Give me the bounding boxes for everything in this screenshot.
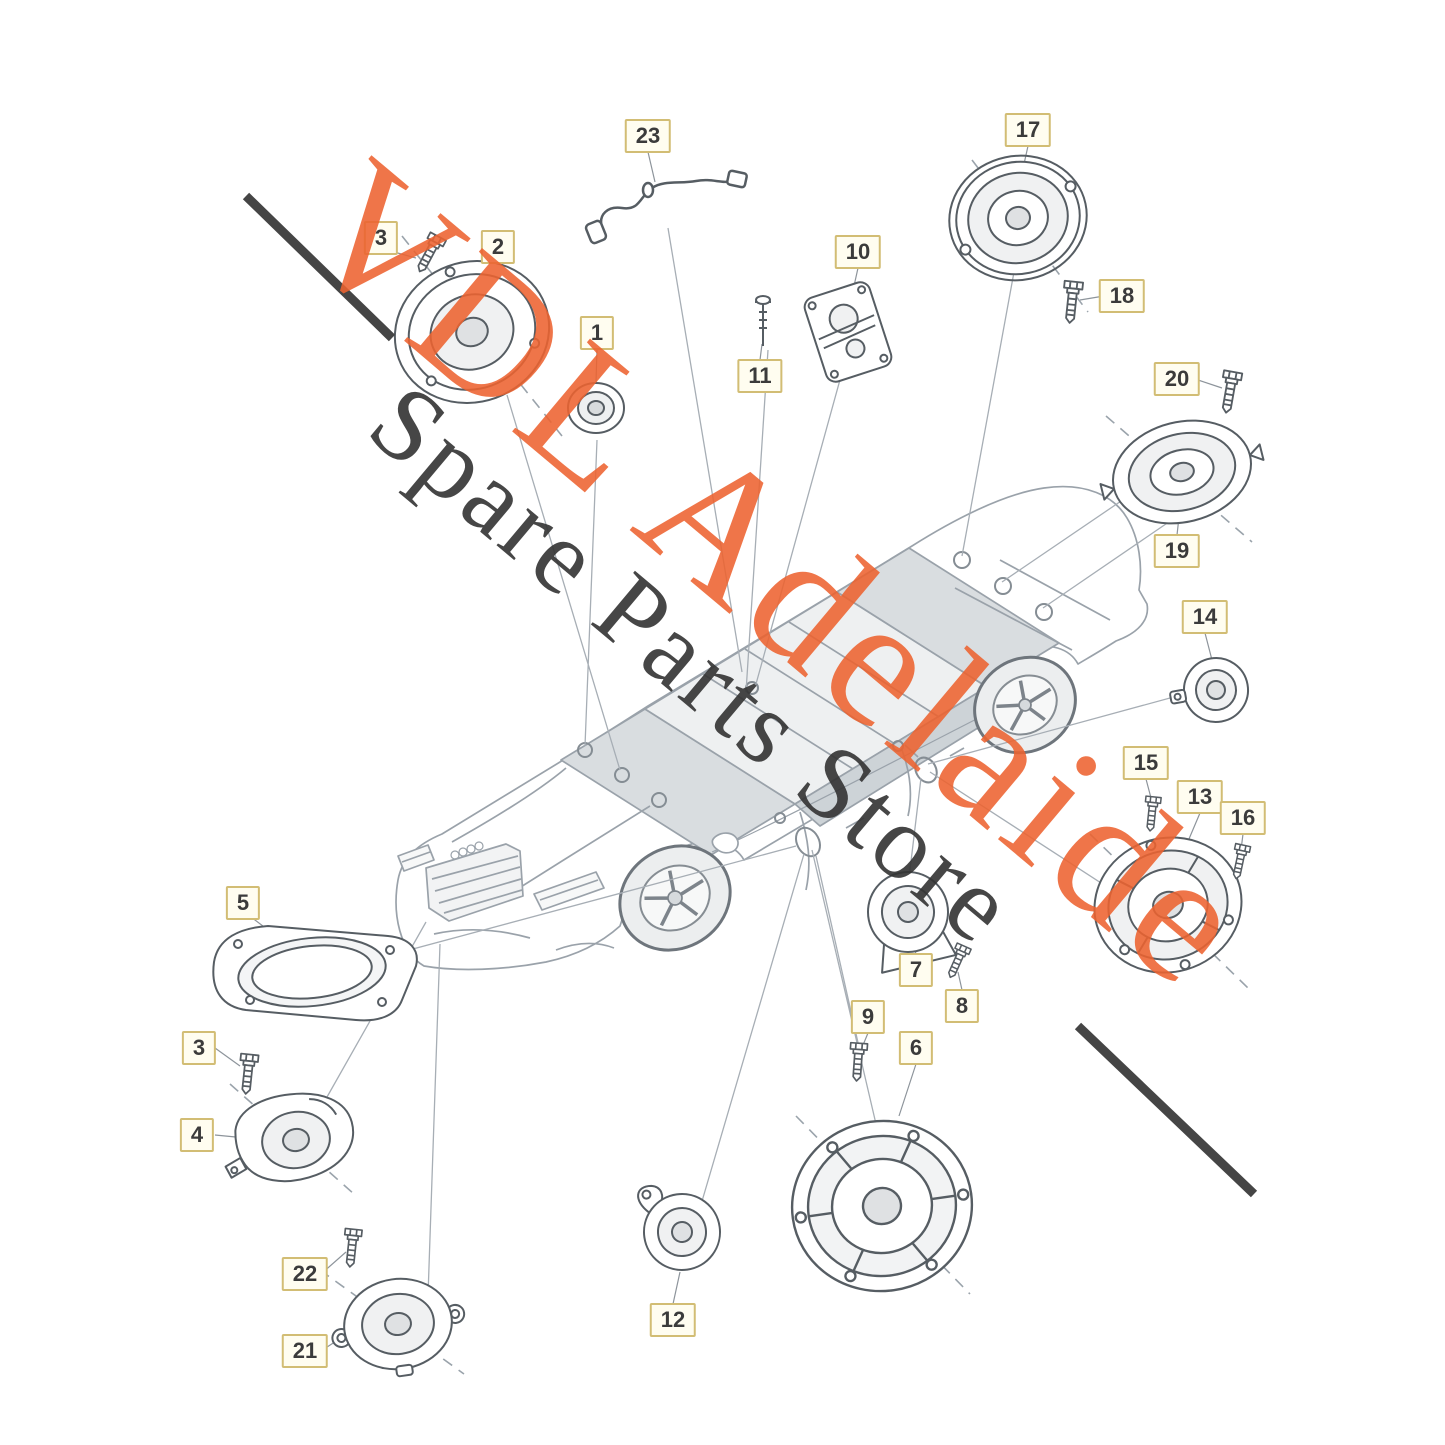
audi-rings-icon (450, 841, 484, 860)
part-22-screw (340, 1227, 364, 1269)
car-door-handles (845, 747, 965, 829)
car-grille-slats (431, 855, 523, 914)
part-label-13: 13 (1176, 780, 1224, 814)
part-label-17: 17 (1004, 113, 1052, 147)
front-wheel (618, 844, 732, 952)
car-grille (425, 843, 524, 922)
part-8-screw (942, 942, 973, 982)
part-label-14: 14 (1181, 600, 1229, 634)
part-label-20: 20 (1153, 362, 1201, 396)
part-7-mid-speaker (867, 871, 957, 974)
part-label-8: 8 (944, 989, 980, 1023)
part-6-woofer (790, 1119, 974, 1293)
car-door-seams (799, 749, 912, 891)
label-stub-lines (214, 145, 1244, 1352)
part-label-9: 9 (850, 1000, 886, 1034)
part-label-1: 1 (579, 316, 615, 350)
part-label-3: 3 (363, 221, 399, 255)
car-headlight-right (533, 871, 605, 911)
part-3b-screw (235, 1052, 260, 1096)
part-17-rear-speaker (948, 154, 1088, 282)
part-label-18: 18 (1098, 279, 1146, 313)
part-label-19: 19 (1153, 534, 1201, 568)
part-label-15: 15 (1122, 746, 1170, 780)
part-2-door-speaker (393, 260, 551, 404)
part-4-dash-speaker (224, 1092, 354, 1183)
part-20-screw (1215, 369, 1244, 416)
part-label-11: 11 (737, 359, 783, 393)
part-label-3: 3 (181, 1031, 217, 1065)
car-hood-creases (451, 767, 651, 891)
car-bumper-intakes (433, 928, 615, 951)
leader-lines (313, 227, 1199, 1297)
part-23-microphone-cable (584, 169, 748, 245)
part-1-grommet (567, 382, 625, 434)
part-label-23: 23 (624, 119, 672, 153)
part-label-5: 5 (225, 886, 261, 920)
corner-marks (242, 192, 1258, 1198)
part-label-12: 12 (649, 1303, 697, 1337)
part-21-front-speaker (331, 1277, 466, 1378)
part-label-10: 10 (834, 235, 882, 269)
speaker-position-marks (577, 551, 1053, 858)
part-label-6: 6 (898, 1031, 934, 1065)
part-label-16: 16 (1219, 801, 1267, 835)
car-headlight-left (397, 844, 435, 872)
part-12-tweeter (637, 1184, 721, 1271)
car-mirror (711, 832, 739, 854)
part-14-small-speaker (1169, 657, 1249, 723)
part-10-bracket (803, 281, 893, 383)
part-19-rear-shelf-speaker (1099, 419, 1265, 525)
rear-wheel (973, 655, 1077, 755)
part-label-4: 4 (179, 1118, 215, 1152)
car-sunroof-lines (702, 621, 940, 770)
part-15-screw (1141, 795, 1163, 833)
car-b-pillar (904, 744, 919, 758)
car-illustration (395, 485, 1149, 971)
car-trunk-lines (954, 559, 1111, 651)
part-label-2: 2 (480, 230, 516, 264)
part-5-speaker-trim (212, 925, 418, 1022)
part-label-7: 7 (898, 953, 934, 987)
part-label-21: 21 (281, 1334, 329, 1368)
part-11-screw-pin (755, 295, 771, 346)
part-13-door-speaker (1093, 836, 1243, 974)
part-label-22: 22 (281, 1257, 329, 1291)
